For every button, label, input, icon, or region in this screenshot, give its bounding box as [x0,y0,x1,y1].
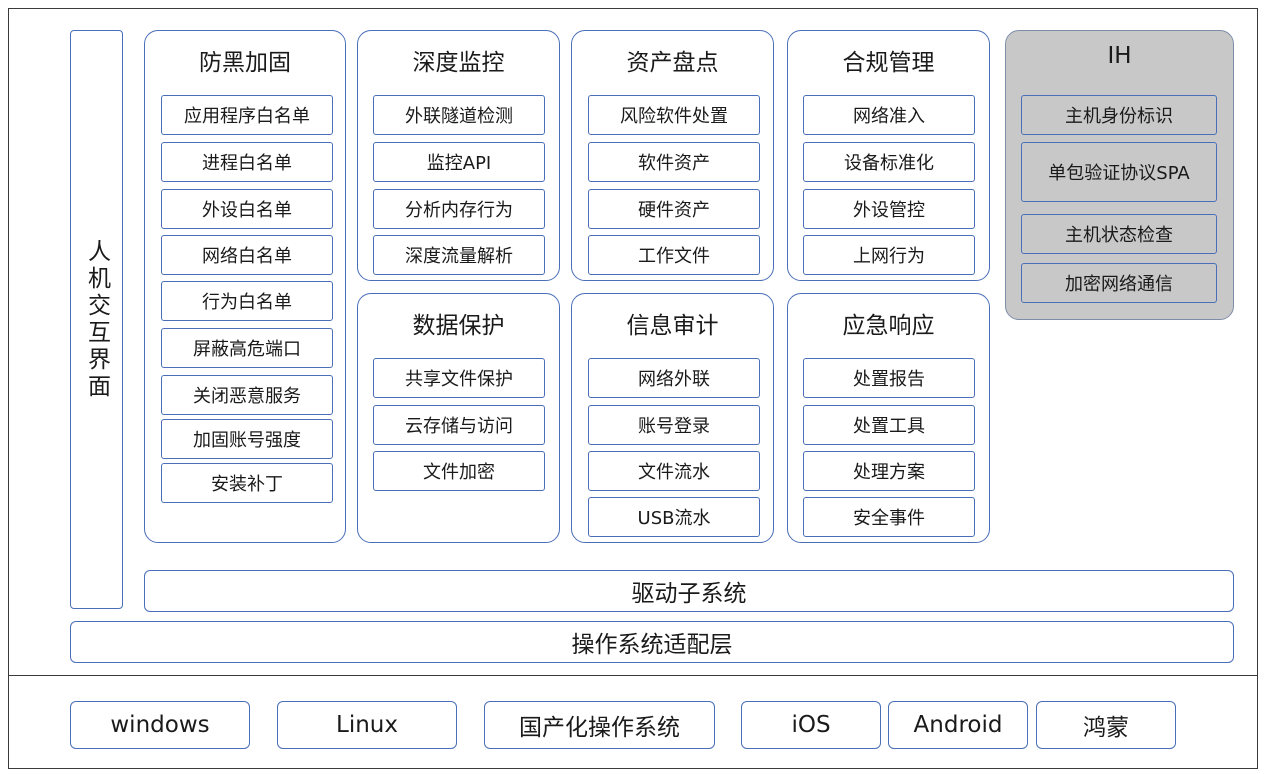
data-item: 文件加密 [373,451,545,491]
os-linux: Linux [277,701,457,749]
comply-item: 上网行为 [803,235,975,275]
ih-item: 主机状态检查 [1021,214,1217,254]
os-adapter-layer: 操作系统适配层 [70,621,1234,663]
driver-layer: 驱动子系统 [144,570,1234,612]
panel-monitor: 深度监控 外联隧道检测 监控API 分析内存行为 深度流量解析 [357,30,560,281]
panel-harden: 防黑加固 应用程序白名单 进程白名单 外设白名单 网络白名单 行为白名单 屏蔽高… [144,30,346,543]
harden-item: 加固账号强度 [161,419,333,459]
harden-item: 安装补丁 [161,463,333,503]
panel-audit: 信息审计 网络外联 账号登录 文件流水 USB流水 [571,293,774,543]
panel-comply: 合规管理 网络准入 设备标准化 外设管控 上网行为 [787,30,990,281]
panel-audit-title: 信息审计 [626,313,719,339]
hmi-bar: 人机交互界面 [70,30,123,609]
respond-item: 安全事件 [803,497,975,537]
harden-item: 行为白名单 [161,281,333,321]
os-windows: windows [70,701,250,749]
audit-item: 网络外联 [588,358,760,398]
panel-comply-title: 合规管理 [842,50,935,76]
asset-item: 工作文件 [588,235,760,275]
panel-ih: IH 主机身份标识 单包验证协议SPA 主机状态检查 加密网络通信 [1005,30,1234,320]
monitor-item: 外联隧道检测 [373,95,545,135]
ih-item: 加密网络通信 [1021,263,1217,303]
panel-ih-title: IH [1107,43,1132,69]
harden-item: 外设白名单 [161,189,333,229]
comply-item: 外设管控 [803,189,975,229]
harden-item: 关闭恶意服务 [161,375,333,415]
monitor-item: 深度流量解析 [373,235,545,275]
panel-respond: 应急响应 处置报告 处置工具 处理方案 安全事件 [787,293,990,543]
panel-harden-title: 防黑加固 [199,50,291,76]
os-domestic: 国产化操作系统 [484,701,715,749]
respond-item: 处理方案 [803,451,975,491]
hmi-label: 人机交互界面 [83,238,110,401]
harden-item: 进程白名单 [161,142,333,182]
asset-item: 硬件资产 [588,189,760,229]
ih-item: 主机身份标识 [1021,95,1217,135]
data-item: 共享文件保护 [373,358,545,398]
panel-data-title: 数据保护 [412,313,505,339]
monitor-item: 监控API [373,142,545,182]
audit-item: 文件流水 [588,451,760,491]
audit-item: USB流水 [588,497,760,537]
respond-item: 处置工具 [803,405,975,445]
monitor-item: 分析内存行为 [373,189,545,229]
respond-item: 处置报告 [803,358,975,398]
os-harmony: 鸿蒙 [1036,701,1176,749]
panel-asset: 资产盘点 风险软件处置 软件资产 硬件资产 工作文件 [571,30,774,281]
harden-item: 屏蔽高危端口 [161,328,333,368]
harden-item: 应用程序白名单 [161,95,333,135]
os-ios: iOS [741,701,881,749]
data-item: 云存储与访问 [373,405,545,445]
panel-data: 数据保护 共享文件保护 云存储与访问 文件加密 [357,293,560,543]
comply-item: 设备标准化 [803,142,975,182]
audit-item: 账号登录 [588,405,760,445]
os-android: Android [888,701,1028,749]
panel-monitor-title: 深度监控 [412,50,505,76]
harden-item: 网络白名单 [161,235,333,275]
asset-item: 风险软件处置 [588,95,760,135]
ih-item: 单包验证协议SPA [1021,142,1217,202]
comply-item: 网络准入 [803,95,975,135]
panel-asset-title: 资产盘点 [626,50,719,76]
panel-respond-title: 应急响应 [842,313,935,339]
asset-item: 软件资产 [588,142,760,182]
